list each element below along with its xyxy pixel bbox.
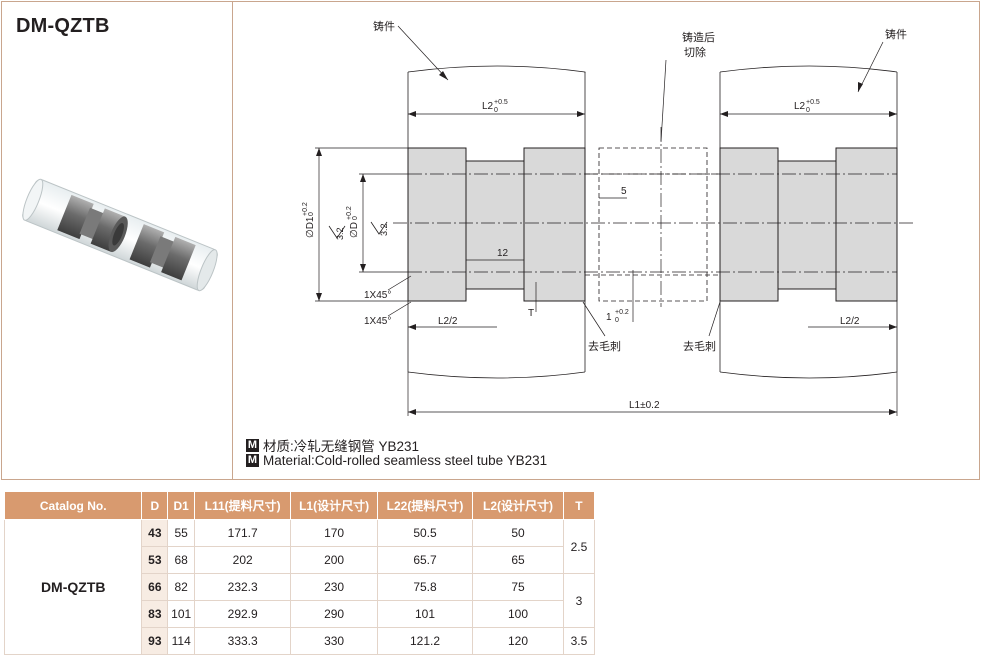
cell-l11: 232.3 (194, 573, 292, 601)
header-l22: L22(提料尺寸) (376, 491, 474, 520)
cell-l2: 50 (472, 519, 564, 547)
header-d1: D1 (167, 491, 196, 520)
table-row: DM-QZTB 43 55 171.7 170 50.5 50 2.5 (3, 519, 596, 655)
cell-l1: 170 (290, 519, 378, 547)
cell-d: 53 (141, 546, 169, 574)
deburr-label-right: 去毛刺 (683, 340, 716, 353)
cell-d1: 68 (167, 546, 196, 574)
cell-t: 3.5 (562, 627, 596, 655)
cell-t: 3 (562, 573, 596, 628)
technical-drawing: 铸件 铸件 铸造后 切除 L2 +0.5 0 L2 +0.5 0 ∅D1 +0.… (302, 19, 915, 416)
cell-l11: 171.7 (194, 519, 292, 547)
header-d: D (141, 491, 169, 520)
cell-l2: 75 (472, 573, 564, 601)
cell-d: 66 (141, 573, 169, 601)
cell-l22: 50.5 (376, 519, 474, 547)
cell-d: 43 (141, 519, 169, 547)
cell-l22: 65.7 (376, 546, 474, 574)
l2-left-label: L2 (482, 101, 494, 112)
spec-table: Catalog No. D D1 L11(提料尺寸) L1(设计尺寸) L22(… (3, 491, 596, 655)
half-l2-left: L2/2 (438, 316, 458, 327)
l2-right-tol-zero: 0 (806, 107, 810, 114)
header-l11: L11(提料尺寸) (194, 491, 292, 520)
cell-d: 83 (141, 600, 169, 628)
t-label: T (528, 308, 534, 319)
cell-d1: 82 (167, 573, 196, 601)
left-outer-ring (407, 147, 467, 302)
right-inner-ring (719, 147, 779, 302)
d-dim-label: ∅D (349, 222, 360, 238)
left-middle-tube (465, 160, 525, 290)
table-row: 83 101 292.9 290 101 100 (5, 600, 595, 628)
drawing-frame (1, 1, 980, 480)
material-icon: M (246, 454, 259, 467)
cell-l11: 292.9 (194, 600, 292, 628)
cell-l1: 290 (290, 600, 378, 628)
table-row: 66 82 232.3 230 75.8 75 3 (5, 573, 596, 628)
cell-d1: 55 (167, 519, 196, 547)
header-l1: L1(设计尺寸) (290, 491, 378, 520)
cell-l1: 200 (290, 546, 378, 574)
cell-l2: 100 (472, 600, 564, 628)
one-tol-zero: 0 (615, 317, 619, 324)
right-middle-tube (777, 160, 837, 290)
left-inner-ring (523, 147, 586, 302)
half-l2-right: L2/2 (840, 316, 860, 327)
overall-length-label: L1±0.2 (629, 400, 660, 411)
cut-after-casting-line2: 切除 (684, 45, 706, 59)
roughness-label-1: 3.2 (335, 227, 345, 240)
table-row: 93 114 333.3 330 121.2 120 3.5 (5, 627, 596, 655)
d1-tol-zero: 0 (308, 212, 315, 216)
cell-l1: 330 (290, 627, 378, 655)
cell-l11: 202 (194, 546, 292, 574)
d-tol-plus: +0.2 (346, 206, 353, 220)
part-title: DM-QZTB (16, 15, 110, 37)
d1-dim-label: ∅D1 (305, 216, 316, 238)
material-cn-text: 材质:冷轧无缝钢管 YB231 (263, 439, 420, 454)
material-cn: M 材质:冷轧无缝钢管 YB231 (246, 435, 419, 455)
one-dim-label: 1 (606, 312, 612, 323)
cell-t: 2.5 (562, 519, 596, 574)
dim-5-label: 5 (621, 186, 627, 197)
material-en-text: Material:Cold-rolled seamless steel tube… (263, 453, 548, 468)
chamfer-label-2: 1X45° (364, 316, 391, 327)
right-outer-ring (835, 147, 898, 302)
l2-left-tol-zero: 0 (494, 107, 498, 114)
cell-l11: 333.3 (194, 627, 292, 655)
cut-after-casting-line1: 铸造后 (682, 30, 715, 44)
dim-12-label: 12 (497, 248, 509, 259)
chamfer-label-1: 1X45° (364, 290, 391, 301)
table-header-row: Catalog No. D D1 L11(提料尺寸) L1(设计尺寸) L22(… (3, 491, 596, 520)
cell-l2: 65 (472, 546, 564, 574)
catalog-cell: DM-QZTB (3, 519, 143, 655)
cell-l22: 121.2 (376, 627, 474, 655)
roughness-label-2: 3.2 (379, 223, 389, 236)
l2-right-tol-plus: +0.5 (806, 99, 820, 106)
header-catalog: Catalog No. (3, 491, 143, 520)
product-photo (22, 178, 218, 292)
material-icon: M (246, 438, 259, 452)
d1-tol-plus: +0.2 (302, 202, 309, 216)
cell-d1: 101 (167, 600, 196, 628)
material-en: M Material:Cold-rolled seamless steel tu… (246, 453, 547, 468)
cell-d1: 114 (167, 627, 196, 655)
frame-divider (232, 1, 233, 480)
d-tol-zero: 0 (352, 216, 359, 220)
cell-l2: 120 (472, 627, 564, 655)
cell-d: 93 (141, 627, 169, 655)
cell-l1: 230 (290, 573, 378, 601)
casting-label-left: 铸件 (373, 19, 395, 33)
one-tol-plus: +0.2 (615, 309, 629, 316)
cell-l22: 101 (376, 600, 474, 628)
header-t: T (562, 491, 596, 520)
l2-right-label: L2 (794, 101, 806, 112)
cell-l22: 75.8 (376, 573, 474, 601)
casting-label-right: 铸件 (885, 27, 907, 41)
deburr-label-left: 去毛刺 (588, 340, 621, 353)
header-l2: L2(设计尺寸) (472, 491, 564, 520)
l2-left-tol-plus: +0.5 (494, 99, 508, 106)
